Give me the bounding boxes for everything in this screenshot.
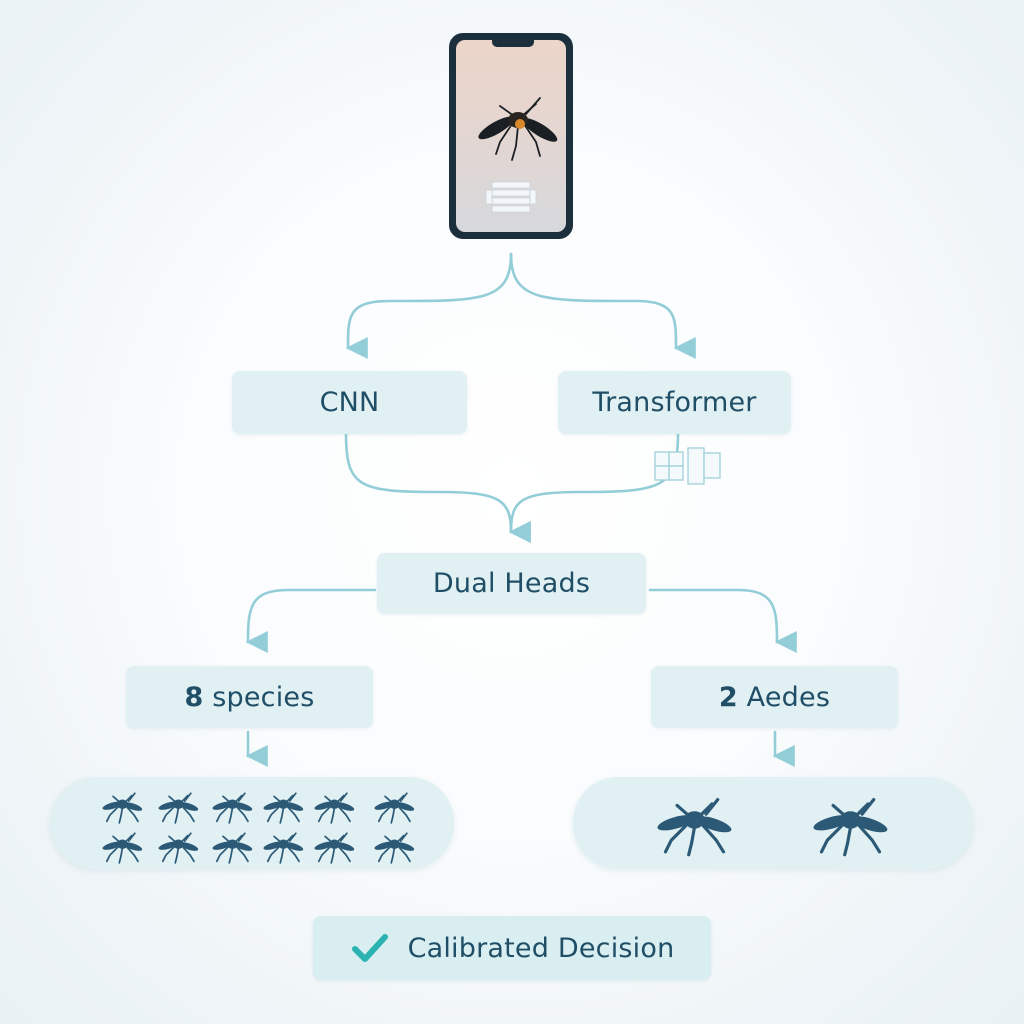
calibrated-decision-label: Calibrated Decision xyxy=(407,932,675,964)
species-label: 8 species xyxy=(184,682,314,713)
species-count: 8 xyxy=(184,681,204,713)
dual-heads-label: Dual Heads xyxy=(432,568,591,599)
mosquito-icon xyxy=(263,791,303,824)
species-group xyxy=(50,777,454,869)
transformer-node: Transformer xyxy=(558,371,791,434)
mosquito-icon xyxy=(656,797,731,857)
edge-dual-heads-to-species xyxy=(245,588,377,654)
calibrated-decision-node: Calibrated Decision xyxy=(313,916,711,980)
mosquito-icon xyxy=(212,831,252,864)
mosquito-icon xyxy=(374,831,414,864)
mosquito-icon xyxy=(158,791,198,824)
species-node: 8 species xyxy=(126,666,373,728)
check-icon xyxy=(351,934,388,962)
edge-phone-to-transformer xyxy=(509,252,696,359)
aedes-text: Aedes xyxy=(746,681,831,713)
mosquito-icon xyxy=(263,831,303,864)
aedes-node: 2 Aedes xyxy=(651,666,898,728)
edge-transformer-to-dual-heads xyxy=(508,432,680,544)
mosquito-icon xyxy=(812,797,887,857)
dual-heads-node: Dual Heads xyxy=(377,553,646,614)
species-text: species xyxy=(212,681,315,713)
mosquito-icon xyxy=(212,791,252,824)
smartphone-mosquito-icon xyxy=(449,33,573,239)
edge-phone-to-cnn xyxy=(345,252,513,360)
edge-cnn-to-dual-heads xyxy=(344,432,531,543)
mosquito-icon xyxy=(158,831,198,864)
mosquito-icon xyxy=(314,791,354,824)
aedes-group xyxy=(573,777,973,869)
transformer-label: Transformer xyxy=(592,387,757,418)
aedes-count: 2 xyxy=(718,681,738,713)
mosquito-icon xyxy=(478,97,558,161)
cnn-label: CNN xyxy=(319,387,380,418)
mosquito-icon xyxy=(102,831,142,864)
aedes-label: 2 Aedes xyxy=(719,682,830,713)
image-patches-icon xyxy=(654,447,721,485)
mosquito-icon xyxy=(374,791,414,824)
edge-dual-heads-to-aedes xyxy=(648,588,797,653)
cnn-node: CNN xyxy=(232,371,467,434)
mosquito-icon xyxy=(102,791,142,824)
mosquito-icon xyxy=(314,831,354,864)
